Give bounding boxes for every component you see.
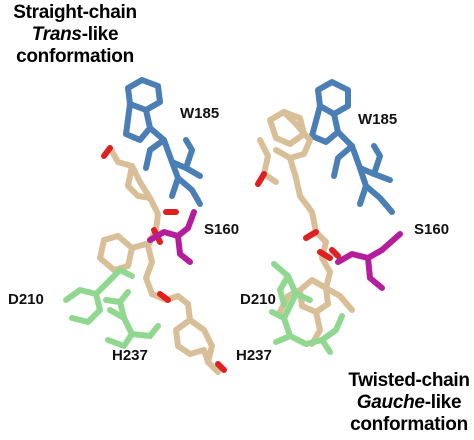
left-caption-line1: Straight-chain [13, 2, 137, 23]
right-conformation-caption: Twisted-chain Gauche-like conformation [344, 370, 474, 436]
right-caption-suffix: -like [424, 392, 462, 413]
left-ser-s160-sticks [147, 209, 197, 265]
right-trp-w185-sticks [309, 79, 395, 215]
right-caption-line2: Gauche-like [344, 392, 474, 414]
left-conformation-caption: Straight-chain Trans-like conformation [0, 2, 150, 68]
left-caption-line3: conformation [16, 46, 134, 67]
left-trp-w185-sticks [123, 77, 203, 207]
right-label-s160: S160 [414, 221, 450, 238]
right-asp-his-sticks [269, 261, 345, 355]
right-caption-line1: Twisted-chain [348, 370, 470, 391]
left-label-d210: D210 [8, 291, 44, 308]
right-caption-line3: conformation [350, 414, 468, 435]
left-structure [63, 77, 227, 375]
left-asp-his-sticks [63, 267, 161, 349]
right-label-w185: W185 [358, 111, 398, 128]
left-label-s160: S160 [204, 221, 240, 238]
left-caption-italic: Trans [31, 24, 82, 45]
left-ligand-sticks [97, 145, 221, 375]
right-label-h237: H237 [236, 347, 272, 364]
left-caption-line2: Trans-like [0, 24, 150, 46]
left-label-h237: H237 [112, 347, 148, 364]
right-caption-italic: Gauche [356, 392, 425, 413]
left-caption-suffix: -like [81, 24, 119, 45]
right-ligand-sticks [257, 109, 355, 347]
left-label-w185: W185 [180, 105, 220, 122]
right-structure [255, 79, 403, 355]
right-ligand-oxygen-sticks [255, 171, 341, 261]
right-ser-s160-sticks [335, 231, 403, 291]
right-label-d210: D210 [240, 291, 276, 308]
